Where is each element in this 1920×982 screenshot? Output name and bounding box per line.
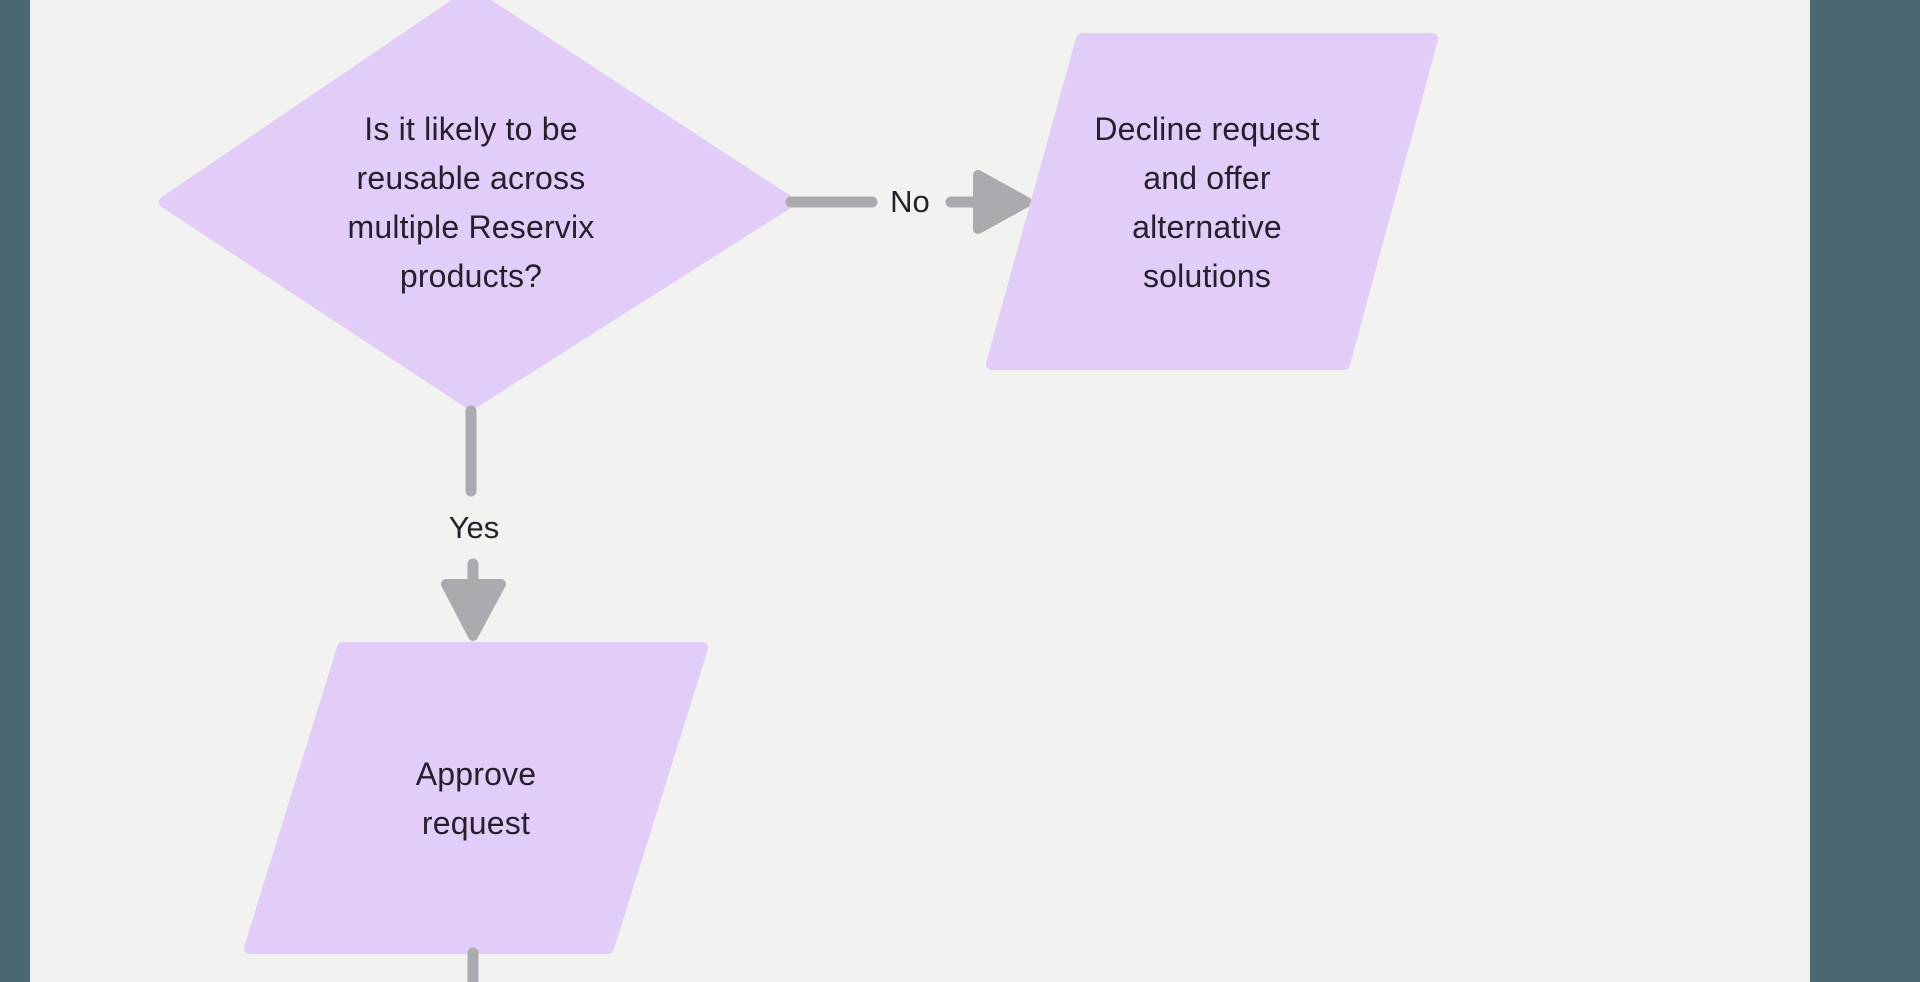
right-edge-panel [1810, 0, 1920, 982]
decision-diamond-shape[interactable] [159, 0, 795, 410]
decline-parallelogram-label: Decline request and offer alternative so… [1094, 111, 1320, 294]
no-arrowhead-icon [973, 170, 1032, 234]
left-edge-panel [0, 0, 30, 982]
yes-edge-label[interactable]: Yes [448, 510, 500, 545]
approve-parallelogram-label: Approve request [415, 756, 537, 841]
no-edge-label[interactable]: No [890, 184, 930, 219]
yes-arrowhead-icon [441, 579, 506, 641]
decision-diamond-label: Is it likely to be reusable across multi… [347, 111, 595, 294]
approve-parallelogram-shape[interactable] [244, 642, 708, 954]
decline-parallelogram-shape[interactable] [986, 33, 1438, 370]
